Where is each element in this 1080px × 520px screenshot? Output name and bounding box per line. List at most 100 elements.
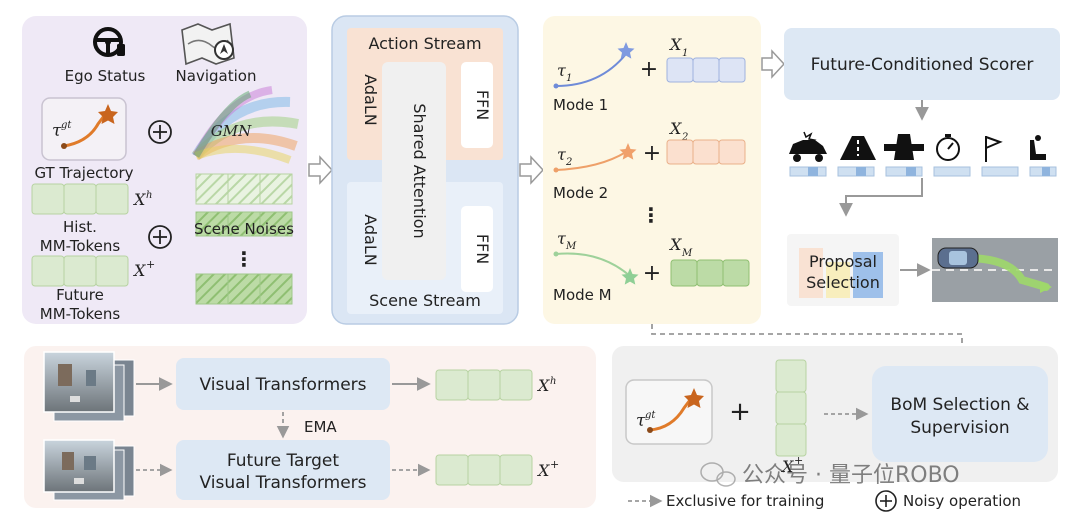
mode2-x: X bbox=[668, 119, 682, 138]
mode1-tokens bbox=[666, 57, 746, 83]
input-panel: Ego Status Navigation τ gt GT Trajectory bbox=[22, 16, 307, 324]
mode1-tau: τ bbox=[557, 61, 567, 80]
mode2-x-sub: 2 bbox=[681, 132, 688, 143]
future-label-line2: MM-Tokens bbox=[40, 305, 121, 323]
mode2-label: Mode 2 bbox=[553, 184, 608, 202]
tau-gt-symbol: τ bbox=[52, 121, 62, 141]
scene-noise-row-top bbox=[195, 173, 293, 205]
future-label-line1: Future bbox=[56, 286, 104, 304]
mode1-tau-sub: 1 bbox=[566, 73, 572, 84]
proposal-selection-box: Proposal Selection bbox=[787, 234, 899, 306]
navigation-map-icon bbox=[181, 22, 235, 66]
visual-xplus-symbol: X bbox=[536, 461, 550, 480]
selected-trajectory-image bbox=[932, 238, 1058, 302]
bom-xplus: X bbox=[780, 457, 794, 476]
mode2-tokens bbox=[666, 139, 746, 165]
scene-noise-ellipsis: ⋮ bbox=[234, 247, 254, 271]
xplus-symbol: X bbox=[132, 261, 146, 280]
proposal-line1: Proposal bbox=[809, 252, 877, 271]
proposal-line2: Selection bbox=[806, 273, 880, 292]
adaln-top-label: AdaLN bbox=[361, 74, 380, 126]
legend: Exclusive for training Noisy operation bbox=[628, 490, 1021, 512]
transformer-block: Action Stream Scene Stream Shared Attent… bbox=[331, 15, 519, 325]
gt-trajectory-label: GT Trajectory bbox=[34, 164, 133, 182]
modeM-tokens bbox=[670, 259, 750, 287]
seat-comfort-icon bbox=[1030, 135, 1046, 160]
modeM-plus: + bbox=[643, 261, 661, 286]
legend-noisy-plus-icon bbox=[875, 490, 897, 512]
modes-ellipsis: ⋮ bbox=[641, 203, 661, 227]
navigation-label: Navigation bbox=[176, 67, 257, 85]
watermark-text: 公众号 · 量子位ROBO bbox=[742, 463, 960, 488]
drivable-road-icon bbox=[840, 136, 876, 160]
shared-attention-label: Shared Attention bbox=[410, 103, 429, 238]
mode2-plus: + bbox=[643, 141, 661, 166]
scene-noise-row-bottom bbox=[195, 273, 293, 305]
noisy-plus-icon bbox=[148, 120, 172, 144]
hist-mm-tokens bbox=[31, 183, 129, 215]
collision-car-icon bbox=[789, 131, 827, 162]
gmn-noise-fan-icon bbox=[191, 86, 299, 164]
future-mm-tokens bbox=[31, 255, 129, 287]
legend-noisy-label: Noisy operation bbox=[903, 492, 1021, 510]
intersection-road-icon bbox=[884, 134, 924, 160]
bom-xplus-sup: + bbox=[794, 454, 803, 467]
visual-hist-tokens bbox=[435, 369, 533, 401]
visual-future-tokens bbox=[435, 454, 533, 486]
legend-exclusive-label: Exclusive for training bbox=[666, 492, 824, 510]
scene-stream-label: Scene Stream bbox=[369, 291, 481, 310]
scorer-title: Future-Conditioned Scorer bbox=[811, 55, 1034, 75]
bom-tau: τ bbox=[636, 411, 646, 431]
ema-label: EMA bbox=[304, 418, 337, 436]
metric-icons-row bbox=[789, 131, 1057, 177]
wechat-logo-icon bbox=[700, 462, 736, 487]
gt-trajectory-card: τ gt bbox=[41, 97, 127, 161]
stopwatch-icon bbox=[936, 134, 960, 161]
visual-xh-superscript: h bbox=[550, 376, 556, 387]
scene-noises-label: Scene Noises bbox=[194, 220, 294, 238]
xh-symbol: X bbox=[132, 190, 146, 209]
bom-tau-sup: gt bbox=[645, 410, 656, 421]
future-target-line1: Future Target bbox=[227, 451, 339, 471]
target-star-icon bbox=[98, 104, 118, 124]
watermark: 公众号 · 量子位ROBO bbox=[700, 462, 960, 488]
xplus-superscript: + bbox=[146, 258, 155, 271]
mode1-star-icon bbox=[617, 42, 635, 59]
visual-panel: Visual Transformers X h EMA Future Targe… bbox=[24, 346, 596, 508]
hist-label-line2: MM-Tokens bbox=[40, 237, 121, 255]
ego-car-icon bbox=[937, 247, 979, 269]
modeM-x: X bbox=[668, 235, 682, 254]
future-target-line2: Visual Transformers bbox=[199, 473, 366, 493]
visual-xplus-superscript: + bbox=[550, 458, 559, 471]
mode2-star-icon bbox=[619, 143, 637, 160]
adaln-bottom-label: AdaLN bbox=[361, 214, 380, 266]
visual-xh-symbol: X bbox=[536, 376, 550, 395]
ffn-bottom-label: FFN bbox=[473, 234, 492, 264]
action-stream-label: Action Stream bbox=[368, 34, 481, 53]
metric-score-bars bbox=[789, 166, 1057, 177]
hist-label-line1: Hist. bbox=[63, 218, 97, 236]
tau-gt-superscript: gt bbox=[61, 120, 72, 131]
hollow-arrow-2 bbox=[519, 155, 545, 185]
mode2-tau: τ bbox=[557, 145, 567, 164]
gmn-label: GMN bbox=[211, 122, 252, 140]
ego-status-label: Ego Status bbox=[65, 67, 146, 85]
bom-panel: τ gt + X + BoM Selection & Supervision bbox=[612, 346, 1058, 482]
mode2-tau-sub: 2 bbox=[565, 157, 572, 168]
modeM-tau: τ bbox=[557, 229, 567, 248]
hollow-arrow-1 bbox=[308, 155, 334, 185]
mode1-x-sub: 1 bbox=[682, 48, 688, 59]
bom-future-tokens bbox=[775, 359, 807, 457]
flag-icon bbox=[985, 136, 1003, 162]
ffn-top-label: FFN bbox=[473, 90, 492, 120]
xh-superscript: h bbox=[146, 190, 152, 201]
camera-images-stack-1 bbox=[43, 351, 135, 422]
mode1-label: Mode 1 bbox=[553, 96, 608, 114]
scene-noise-row-mid bbox=[195, 211, 293, 237]
hollow-arrow-3 bbox=[761, 49, 786, 79]
modes-panel: τ 1 Mode 1 + X 1 τ 2 Mode 2 + X 2 ⋮ τ M bbox=[543, 16, 761, 324]
modeM-star-icon bbox=[621, 268, 639, 285]
steering-wheel-icon bbox=[93, 27, 125, 57]
